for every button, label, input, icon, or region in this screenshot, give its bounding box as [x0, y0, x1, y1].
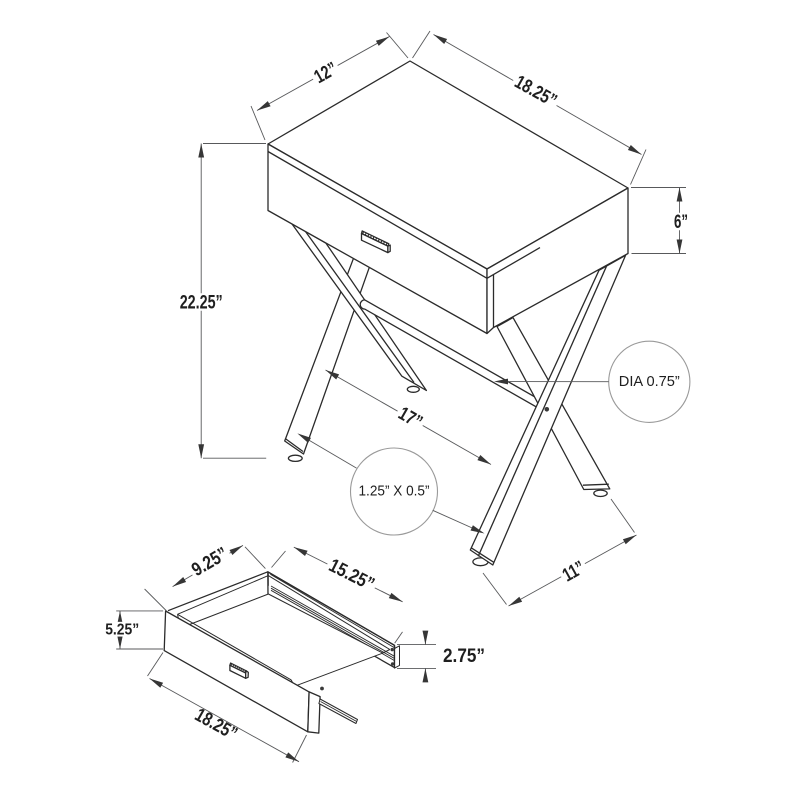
svg-text:2.75”: 2.75”	[443, 646, 485, 667]
svg-text:18.25”: 18.25”	[191, 705, 241, 745]
svg-text:5.25”: 5.25”	[105, 622, 139, 639]
svg-text:12”: 12”	[311, 59, 341, 89]
svg-text:22.25”: 22.25”	[180, 292, 223, 313]
svg-text:6”: 6”	[674, 212, 688, 233]
svg-text:15.25”: 15.25”	[325, 555, 377, 595]
svg-text:1.25” X 0.5”: 1.25” X 0.5”	[359, 484, 430, 500]
svg-text:11”: 11”	[559, 557, 588, 586]
svg-text:18.25”: 18.25”	[511, 72, 561, 112]
svg-text:17”: 17”	[394, 403, 425, 433]
svg-text:DIA 0.75”: DIA 0.75”	[619, 374, 680, 390]
